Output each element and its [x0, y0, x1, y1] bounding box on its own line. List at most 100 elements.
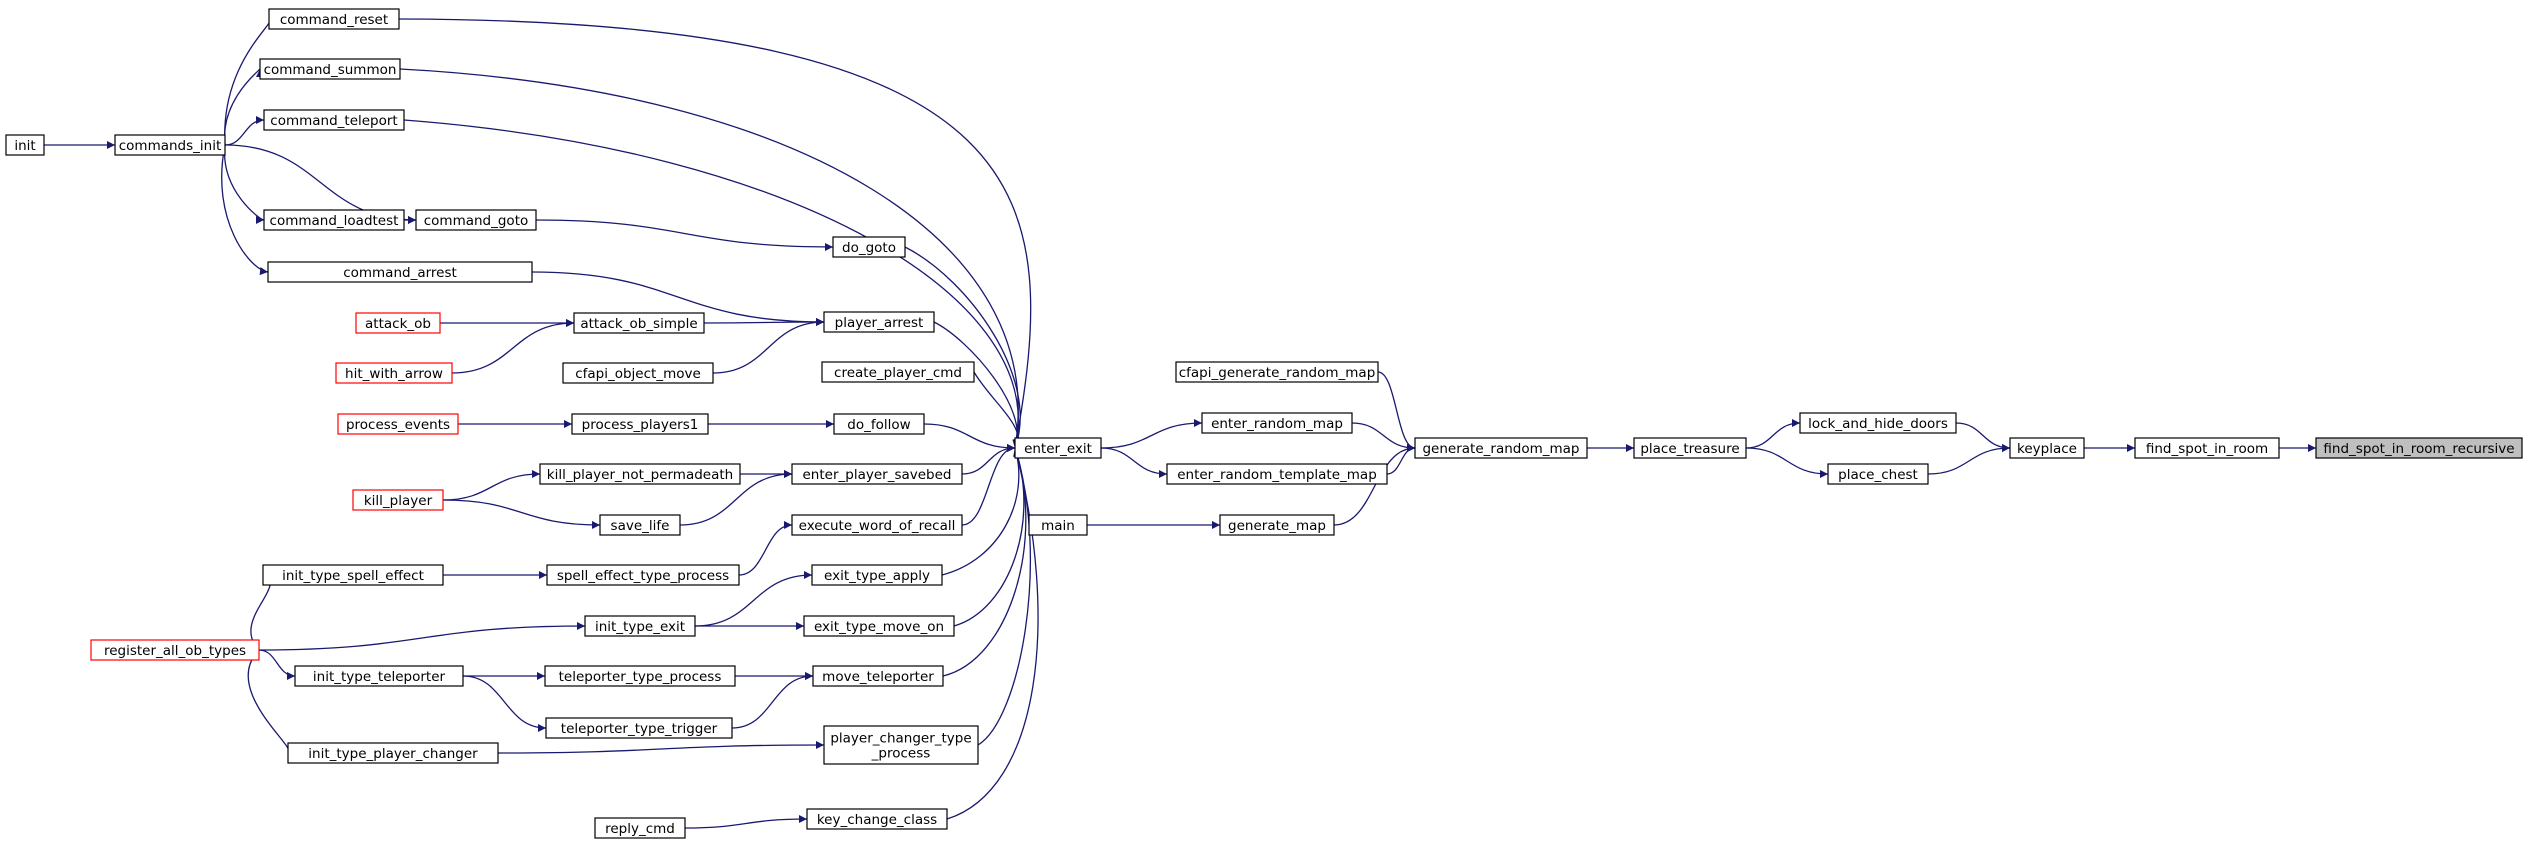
node-kill-player-not-permadeath[interactable]: kill_player_not_permadeath	[539, 463, 741, 485]
node-place-chest[interactable]: place_chest	[1827, 463, 1929, 485]
edge-commands_init-to-command_goto	[224, 144, 417, 224]
node-do-goto[interactable]: do_goto	[832, 236, 906, 258]
node-label: main	[1041, 518, 1075, 534]
node-spell-effect-type-process[interactable]: spell_effect_type_process	[546, 564, 740, 586]
node-box	[823, 725, 979, 765]
node-find-spot-in-room[interactable]: find_spot_in_room	[2134, 437, 2280, 459]
node-box	[335, 362, 453, 384]
node-box	[259, 58, 401, 80]
node-label: move_teleporter	[822, 669, 934, 685]
node-command-reset[interactable]: command_reset	[268, 8, 400, 30]
node-label: init	[14, 138, 35, 154]
node-register-all-ob-types[interactable]: register_all_ob_types	[90, 639, 260, 661]
node-cfapi-object-move[interactable]: cfapi_object_move	[562, 362, 714, 384]
edge-register_all_ob_types-to-init_type_player_changer	[247, 649, 297, 755]
node-box	[263, 209, 405, 231]
node-box	[1014, 437, 1102, 459]
node-command-teleport[interactable]: command_teleport	[263, 109, 405, 131]
node-label: attack_ob	[365, 316, 431, 332]
node-keyplace[interactable]: keyplace	[2009, 437, 2085, 459]
node-init-type-exit[interactable]: init_type_exit	[584, 615, 696, 637]
node-create-player-cmd[interactable]: create_player_cmd	[821, 361, 975, 383]
node-command-arrest[interactable]: command_arrest	[267, 261, 533, 283]
edge-enter_random_map-to-generate_random_map	[1351, 422, 1416, 452]
node-do-follow[interactable]: do_follow	[833, 413, 925, 435]
node-command-goto[interactable]: command_goto	[415, 209, 537, 231]
node-execute-word-of-recall[interactable]: execute_word_of_recall	[791, 514, 963, 536]
node-commands-init[interactable]: commands_init	[114, 134, 226, 156]
node-teleporter-type-process[interactable]: teleporter_type_process	[544, 665, 736, 687]
node-generate-map[interactable]: generate_map	[1219, 514, 1335, 536]
node-box	[594, 817, 686, 839]
edge-teleporter_type_trigger-to-move_teleporter	[731, 672, 814, 729]
node-exit-type-move-on[interactable]: exit_type_move_on	[803, 615, 955, 637]
node-label: attack_ob_simple	[580, 316, 697, 332]
node-box	[287, 742, 499, 764]
edge-command_arrest-to-player_arrest	[531, 271, 825, 326]
node-kill-player[interactable]: kill_player	[352, 489, 444, 511]
node-player-changer-type-process[interactable]: player_changer_type_process	[823, 725, 979, 765]
edge-command_teleport-to-enter_exit	[403, 119, 1021, 449]
node-box	[812, 665, 944, 687]
node-box	[1201, 412, 1353, 434]
node-init-type-spell-effect[interactable]: init_type_spell_effect	[262, 564, 444, 586]
node-lock-and-hide-doors[interactable]: lock_and_hide_doors	[1799, 412, 1957, 434]
node-box	[355, 312, 441, 334]
node-label: init_type_spell_effect	[282, 568, 424, 584]
edge-generate_map-to-generate_random_map	[1333, 444, 1416, 526]
node-command-summon[interactable]: command_summon	[259, 58, 401, 80]
node-process-players1[interactable]: process_players1	[571, 413, 709, 435]
node-label: find_spot_in_room	[2146, 441, 2268, 457]
node-label: place_chest	[1838, 467, 1918, 483]
node-label: enter_player_savebed	[803, 467, 952, 483]
node-box	[1175, 361, 1379, 383]
node-process-events[interactable]: process_events	[337, 413, 459, 435]
edge-place_treasure-to-lock_and_hide_doors	[1745, 419, 1801, 449]
node-attack-ob-simple[interactable]: attack_ob_simple	[573, 312, 705, 334]
node-command-loadtest[interactable]: command_loadtest	[263, 209, 405, 231]
node-enter-random-map[interactable]: enter_random_map	[1201, 412, 1353, 434]
edge-execute_word_of_recall-to-enter_exit	[961, 444, 1016, 526]
edge-command_summon-to-enter_exit	[399, 68, 1021, 449]
edge-register_all_ob_types-to-init_type_spell_effect	[250, 574, 272, 651]
node-label: process_events	[346, 417, 450, 433]
node-box	[539, 463, 741, 485]
node-box	[544, 665, 736, 687]
node-box	[337, 413, 459, 435]
node-box	[5, 134, 45, 156]
node-player-arrest[interactable]: player_arrest	[823, 311, 935, 333]
node-hit-with-arrow[interactable]: hit_with_arrow	[335, 362, 453, 384]
node-box	[584, 615, 696, 637]
node-save-life[interactable]: save_life	[599, 514, 681, 536]
edge-cfapi_object_move-to-player_arrest	[712, 318, 825, 374]
node-teleporter-type-trigger[interactable]: teleporter_type_trigger	[545, 717, 733, 739]
node-generate-random-map[interactable]: generate_random_map	[1414, 437, 1588, 459]
node-exit-type-apply[interactable]: exit_type_apply	[811, 564, 943, 586]
node-enter-player-savebed[interactable]: enter_player_savebed	[791, 463, 963, 485]
node-enter-exit[interactable]: enter_exit	[1014, 437, 1102, 459]
node-label: find_spot_in_room_recursive	[2323, 441, 2514, 457]
node-init[interactable]: init	[5, 134, 45, 156]
node-init-type-teleporter[interactable]: init_type_teleporter	[294, 665, 464, 687]
node-label: command_arrest	[343, 265, 457, 281]
node-reply-cmd[interactable]: reply_cmd	[594, 817, 686, 839]
node-label: enter_exit	[1024, 441, 1092, 457]
node-enter-random-template-map[interactable]: enter_random_template_map	[1166, 463, 1388, 485]
node-place-treasure[interactable]: place_treasure	[1633, 437, 1747, 459]
node-main[interactable]: main	[1028, 514, 1088, 536]
node-init-type-player-changer[interactable]: init_type_player_changer	[287, 742, 499, 764]
node-label: create_player_cmd	[834, 365, 962, 381]
node-label: command_teleport	[270, 113, 397, 129]
node-cfapi-generate-random-map[interactable]: cfapi_generate_random_map	[1175, 361, 1379, 383]
node-label: enter_random_map	[1211, 416, 1343, 432]
node-move-teleporter[interactable]: move_teleporter	[812, 665, 944, 687]
node-box	[267, 261, 533, 283]
node-key-change-class[interactable]: key_change_class	[806, 808, 948, 830]
node-label: execute_word_of_recall	[799, 518, 956, 534]
node-attack-ob[interactable]: attack_ob	[355, 312, 441, 334]
node-label: cfapi_object_move	[575, 366, 701, 382]
node-label: enter_random_template_map	[1177, 467, 1377, 483]
node-label: generate_map	[1228, 518, 1326, 534]
node-box	[803, 615, 955, 637]
node-label: do_goto	[842, 240, 896, 256]
